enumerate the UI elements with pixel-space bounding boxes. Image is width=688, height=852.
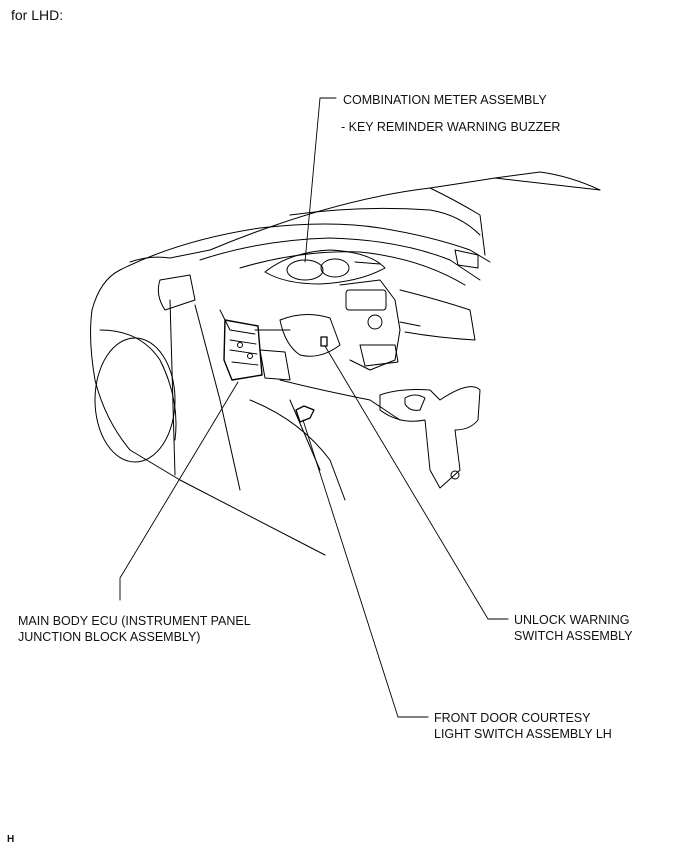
leader-combination-meter bbox=[304, 97, 337, 263]
label-main-body-ecu-line2: JUNCTION BLOCK ASSEMBLY) bbox=[18, 630, 201, 644]
door-frame bbox=[90, 269, 326, 556]
wheel-outline bbox=[94, 337, 176, 463]
label-key-reminder: - KEY REMINDER WARNING BUZZER bbox=[341, 120, 561, 134]
door-courtesy-switch bbox=[295, 405, 315, 423]
floor-console bbox=[379, 386, 481, 489]
leader-front-door-courtesy bbox=[302, 419, 429, 718]
leader-unlock-warning bbox=[324, 345, 509, 620]
center-console bbox=[339, 279, 401, 371]
label-combination-meter: COMBINATION METER ASSEMBLY bbox=[343, 93, 547, 107]
dashboard-outline bbox=[119, 223, 491, 271]
label-unlock-warning-line1: UNLOCK WARNING bbox=[514, 613, 630, 627]
label-front-door-courtesy: FRONT DOOR COURTESY LIGHT SWITCH ASSEMBL… bbox=[434, 710, 612, 742]
unlock-switch bbox=[320, 336, 328, 347]
label-main-body-ecu: MAIN BODY ECU (INSTRUMENT PANEL JUNCTION… bbox=[18, 613, 251, 645]
diagram-header: for LHD: bbox=[11, 7, 64, 23]
leader-main-body-ecu bbox=[119, 381, 239, 601]
roof-line bbox=[209, 177, 601, 251]
meter-hood bbox=[264, 249, 386, 285]
footer-code: H bbox=[7, 834, 15, 845]
steering-column bbox=[279, 314, 341, 357]
label-unlock-warning-line2: SWITCH ASSEMBLY bbox=[514, 629, 633, 643]
label-front-door-courtesy-line1: FRONT DOOR COURTESY bbox=[434, 711, 591, 725]
junction-block bbox=[223, 319, 263, 381]
label-front-door-courtesy-line2: LIGHT SWITCH ASSEMBLY LH bbox=[434, 727, 612, 741]
label-main-body-ecu-line1: MAIN BODY ECU (INSTRUMENT PANEL bbox=[18, 614, 251, 628]
label-unlock-warning: UNLOCK WARNING SWITCH ASSEMBLY bbox=[514, 612, 633, 644]
